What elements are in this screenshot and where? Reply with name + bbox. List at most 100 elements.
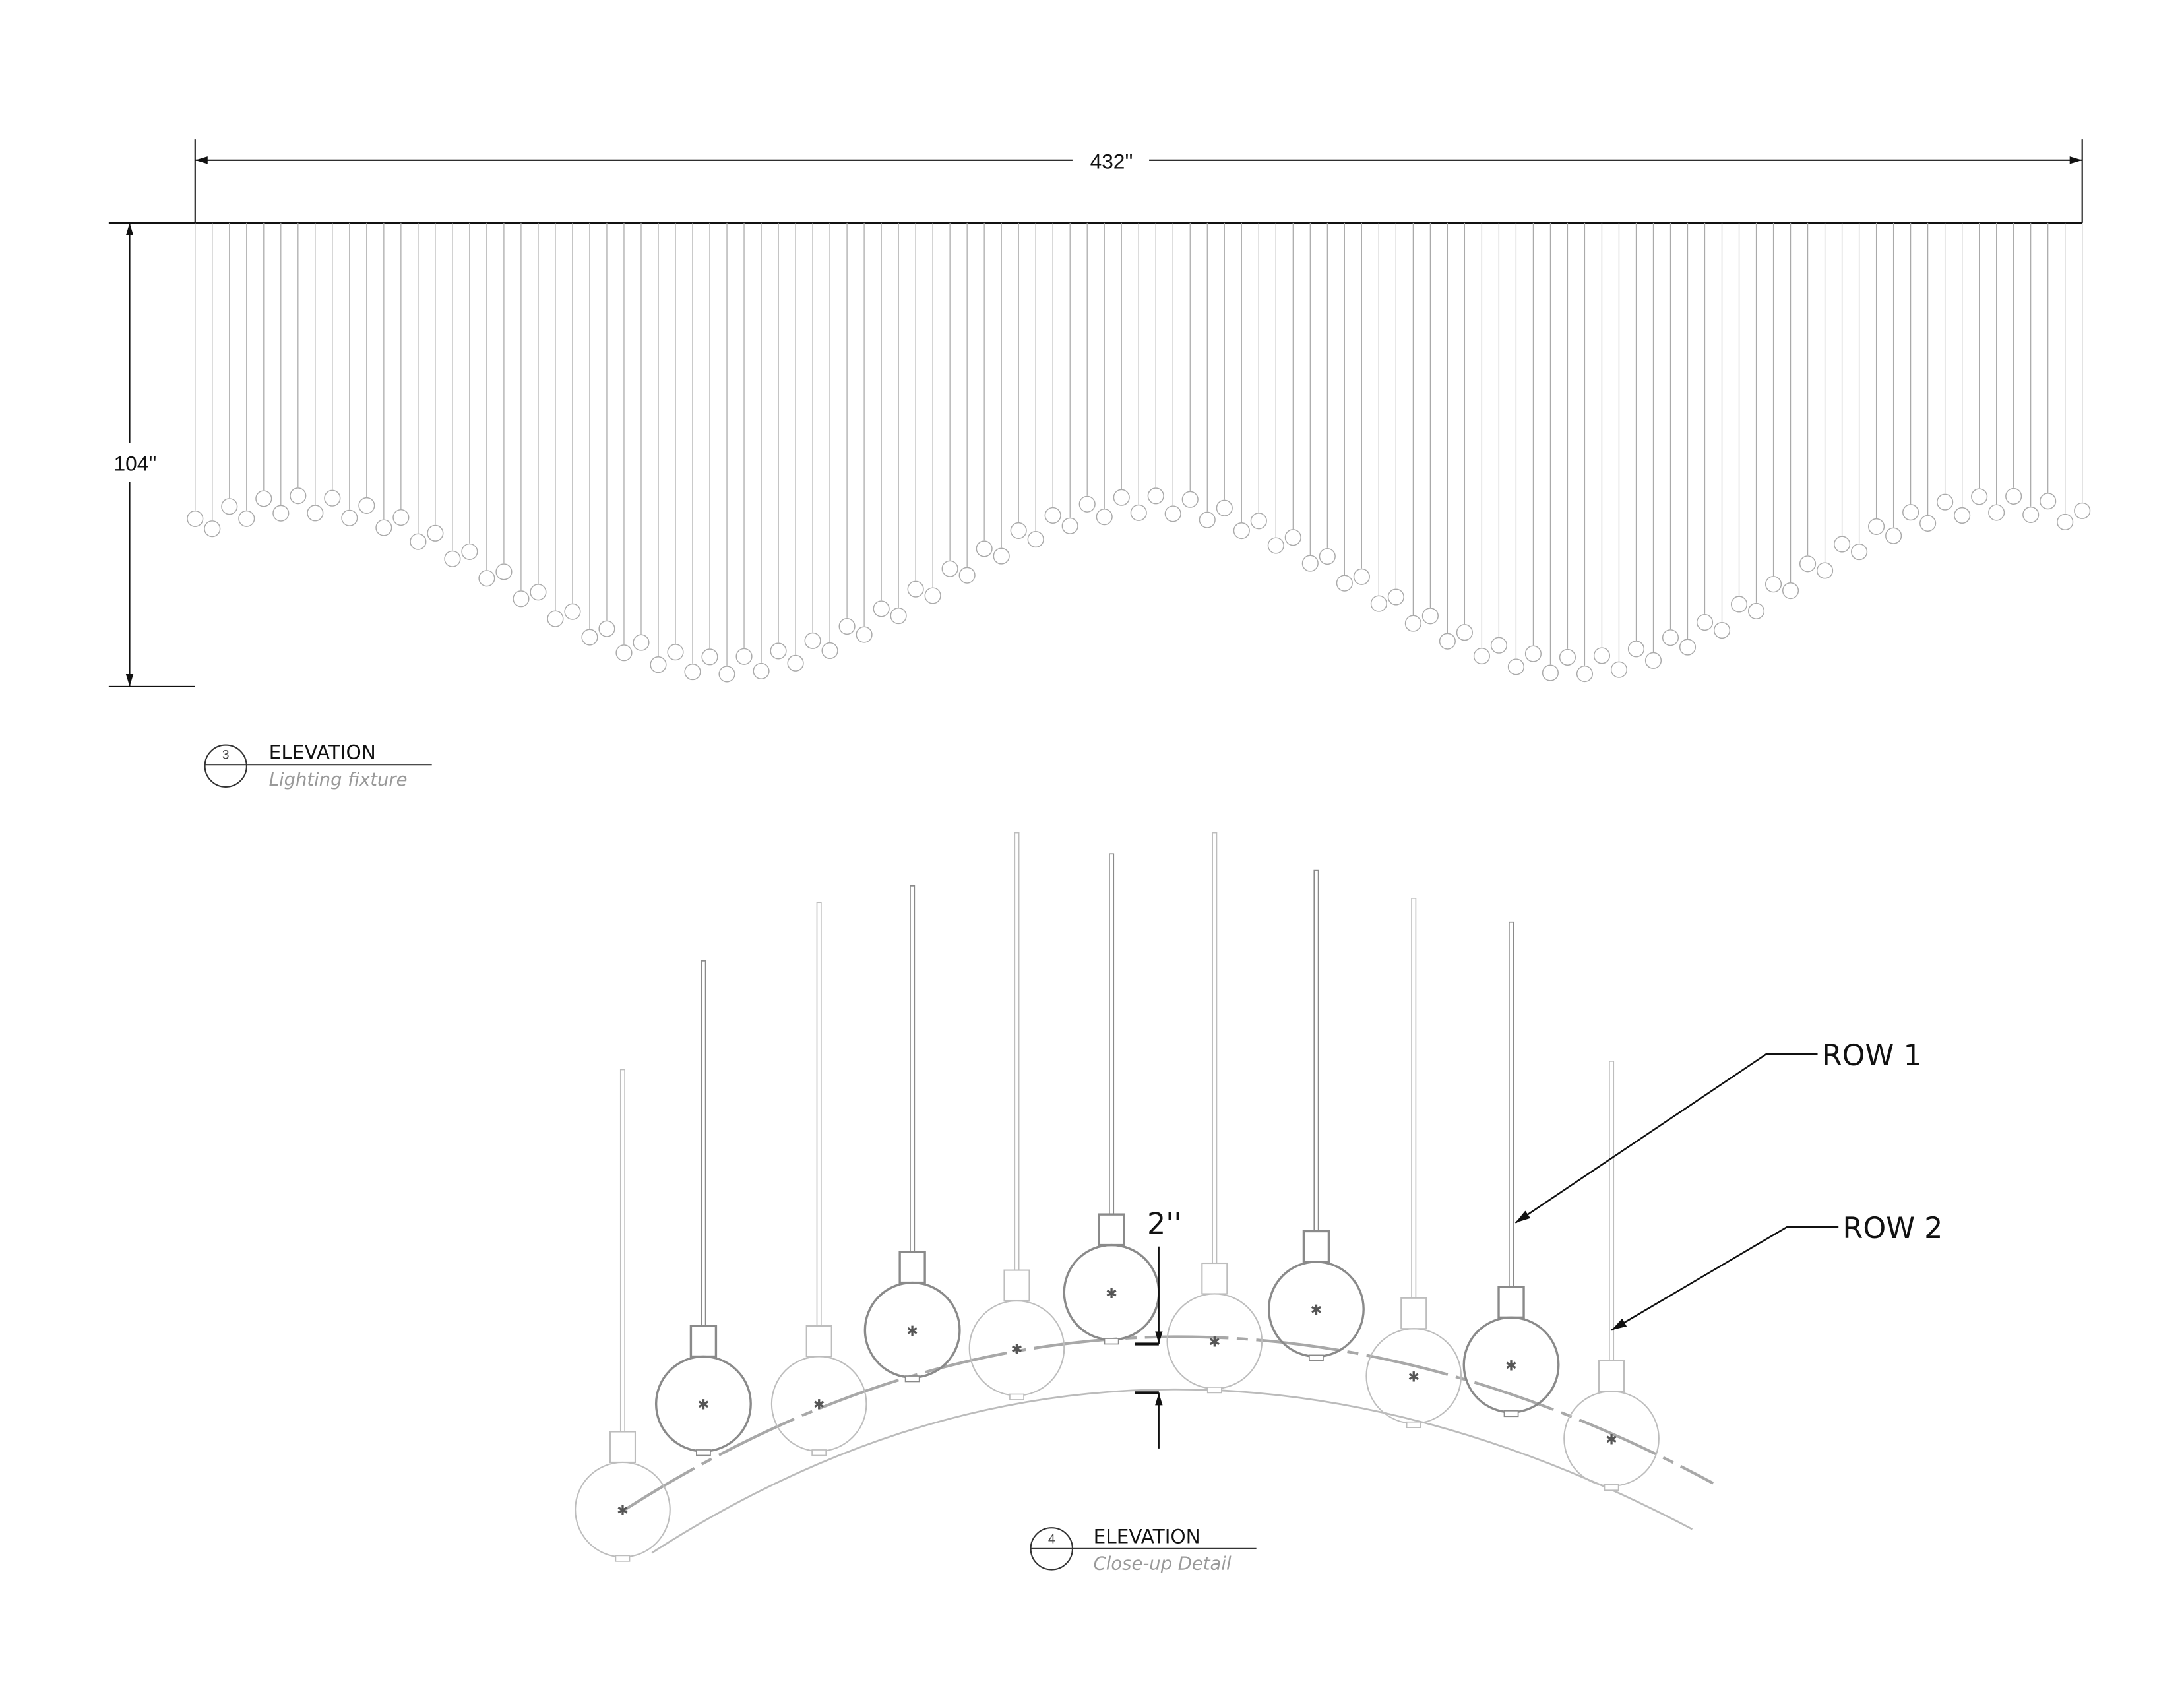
pendant bbox=[1524, 222, 1542, 662]
pendant-globe bbox=[1010, 522, 1027, 539]
pendant bbox=[204, 222, 221, 538]
pendant bbox=[1027, 222, 1044, 548]
pendant bbox=[873, 222, 890, 617]
pendant-globe bbox=[1147, 487, 1164, 505]
pendant bbox=[1164, 222, 1181, 522]
pendant bbox=[255, 222, 272, 507]
pendant-globe bbox=[1713, 621, 1731, 639]
pendant-globe bbox=[307, 505, 324, 522]
pendant bbox=[993, 222, 1010, 565]
elevation-close-up-detail: ✱✱✱✱✱✱✱✱✱✱✱ 2'' ROW 1 ROW 2 4 ELEVATION … bbox=[575, 832, 1943, 1575]
pendant-cap bbox=[1406, 1421, 1421, 1429]
pendant bbox=[1679, 222, 1697, 656]
pendant bbox=[1730, 222, 1748, 613]
pendant bbox=[1078, 222, 1096, 513]
pendant bbox=[1044, 222, 1061, 524]
pendant-globe bbox=[667, 644, 684, 661]
pendant bbox=[427, 222, 444, 542]
callout-title: ELEVATION bbox=[1094, 1525, 1201, 1547]
pendant-cap bbox=[1604, 1484, 1619, 1491]
pendant-globe bbox=[341, 509, 358, 526]
pendant bbox=[1610, 222, 1628, 678]
pendant-array bbox=[187, 222, 2091, 683]
pendant bbox=[804, 222, 821, 649]
pendant bbox=[1747, 222, 1765, 619]
pendant bbox=[2040, 222, 2057, 510]
pendant-globe bbox=[513, 590, 530, 608]
pendant-rod bbox=[1014, 832, 1020, 1271]
pendant bbox=[598, 222, 615, 637]
pendant bbox=[907, 222, 924, 598]
row-1-leader bbox=[1514, 1053, 1818, 1224]
pendant-globe bbox=[804, 632, 821, 649]
pendant-globe bbox=[1885, 527, 1902, 544]
pendant bbox=[1937, 222, 1954, 511]
pendant bbox=[1353, 222, 1370, 585]
pendant-globe bbox=[1799, 555, 1817, 573]
pendant-globe bbox=[444, 550, 461, 567]
pendant-globe bbox=[873, 600, 890, 617]
bulb-icon: ✱ bbox=[1408, 1368, 1420, 1385]
pendant bbox=[1387, 222, 1404, 606]
pendant bbox=[478, 222, 495, 587]
bulb-icon: ✱ bbox=[617, 1502, 629, 1518]
pendant-globe bbox=[1834, 536, 1851, 553]
pendant-cap bbox=[1309, 1354, 1324, 1361]
pendant-globe bbox=[1919, 515, 1937, 532]
pendant bbox=[1096, 222, 1113, 526]
pendant bbox=[1267, 222, 1284, 554]
pendant-globe bbox=[2057, 513, 2074, 531]
pendant-globe bbox=[204, 520, 221, 538]
pendant-rod bbox=[619, 1069, 625, 1433]
callout-title: ELEVATION bbox=[269, 741, 376, 764]
pendant bbox=[2057, 222, 2074, 531]
pendant-collar bbox=[1098, 1213, 1125, 1247]
callout-subtitle: Close-up Detail bbox=[1094, 1554, 1232, 1575]
pendant-row-2: ✱ bbox=[1365, 897, 1462, 1429]
pendant-globe bbox=[1164, 505, 1181, 522]
pendant bbox=[410, 222, 427, 550]
pendant bbox=[821, 222, 838, 660]
pendant bbox=[1061, 222, 1078, 534]
pendant bbox=[650, 222, 667, 673]
pendant-detail-array: ✱✱✱✱✱✱✱✱✱✱✱ bbox=[575, 832, 1660, 1562]
pendant bbox=[1147, 222, 1164, 505]
pendant-globe bbox=[1507, 658, 1524, 675]
pendant-globe bbox=[1988, 504, 2005, 521]
pendant-globe bbox=[821, 642, 838, 660]
pendant-globe bbox=[1216, 499, 1233, 516]
pendant-rod bbox=[910, 885, 916, 1253]
pendant-globe bbox=[1473, 648, 1490, 665]
bulb-icon: ✱ bbox=[698, 1396, 710, 1413]
pendant-globe bbox=[1113, 489, 1130, 506]
pendant-globe bbox=[324, 489, 341, 507]
pendant bbox=[770, 222, 787, 660]
height-dimension bbox=[108, 222, 195, 687]
pendant-cap bbox=[904, 1375, 920, 1383]
pendant-rod bbox=[1109, 853, 1115, 1215]
pendant-rod bbox=[1509, 921, 1514, 1288]
pendant bbox=[2074, 222, 2091, 519]
pendant bbox=[1782, 222, 1799, 600]
pendant-globe bbox=[1078, 495, 1096, 513]
pendant-row-2: ✱ bbox=[1563, 1061, 1660, 1491]
pendant-cap bbox=[696, 1449, 711, 1456]
callout-subtitle: Lighting fixture bbox=[269, 770, 408, 790]
pendant bbox=[1627, 222, 1645, 658]
pendant-rod bbox=[701, 960, 706, 1327]
pendant-globe bbox=[581, 629, 598, 646]
pendant-globe bbox=[1559, 648, 1576, 666]
pendant bbox=[581, 222, 598, 646]
pendant-collar bbox=[898, 1251, 926, 1284]
pendant-globe bbox=[1181, 491, 1199, 508]
pendant-collar bbox=[805, 1325, 832, 1358]
pendant bbox=[392, 222, 410, 526]
pendant-globe bbox=[1730, 596, 1748, 613]
pendant bbox=[324, 222, 341, 507]
pendant bbox=[1971, 222, 1988, 505]
gap-dimension bbox=[1135, 1246, 1163, 1449]
callout-number: 4 bbox=[1048, 1532, 1055, 1546]
pendant-globe bbox=[427, 524, 444, 542]
pendant bbox=[1113, 222, 1130, 506]
pendant bbox=[1490, 222, 1507, 654]
